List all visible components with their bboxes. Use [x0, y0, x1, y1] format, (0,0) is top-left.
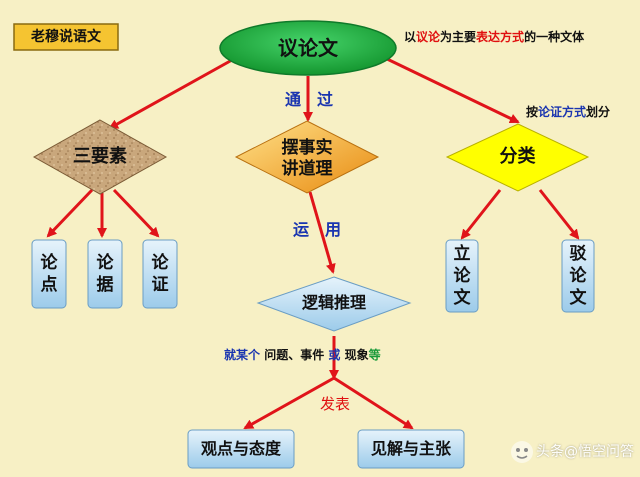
arrow-classify-to-item-1	[460, 189, 502, 240]
outcome-1: 观点与态度	[200, 439, 281, 458]
arrow-elements-to-item-3	[112, 188, 160, 238]
watermark-logo-icon	[511, 441, 533, 463]
root-note: 以议论为主要表达方式的一种文体	[404, 31, 584, 43]
root-note-mid: 为主要	[440, 30, 477, 44]
author-tag-box	[13, 23, 119, 51]
element-box-1	[31, 239, 67, 309]
arrow-root-to-elements	[108, 58, 233, 130]
root-ellipse	[219, 20, 397, 76]
element-box-2	[87, 239, 123, 309]
arrow-elements-to-item-1	[46, 188, 94, 238]
arrows	[46, 56, 580, 430]
classify-label: 分类	[499, 146, 536, 167]
element-box-3	[142, 239, 178, 309]
arrow-to-outcome-2	[333, 376, 414, 430]
element-item-3: 论 证	[151, 253, 169, 295]
reasoning-note-part-5: 等	[368, 348, 381, 362]
reasoning-note-part-4: 现象	[344, 348, 369, 362]
root-label: 议论文	[278, 36, 338, 60]
classify-note: 按论证方式划分	[526, 106, 610, 118]
method-diamond	[234, 120, 380, 194]
arrow-to-outcome-1	[243, 376, 335, 430]
classify-item-1: 立 论 文	[453, 244, 471, 308]
elements-label: 三要素	[73, 146, 127, 167]
author-tag: 老穆说语文	[31, 29, 101, 45]
element-item-2: 论 据	[96, 253, 114, 295]
classify-note-highlight: 论证方式	[538, 105, 587, 119]
arrow-method-to-reasoning	[308, 191, 336, 274]
outcome-box-2	[357, 429, 465, 469]
reasoning-label: 逻辑推理	[301, 293, 366, 312]
classify-box-2	[561, 239, 595, 313]
connector-via: 通 过	[285, 90, 334, 109]
classify-item-2: 驳 论 文	[569, 244, 587, 308]
outcome-box-1	[187, 429, 295, 469]
root-note-suffix: 的一种文体	[524, 30, 585, 44]
arrow-classify-to-item-2	[538, 189, 580, 240]
root-note-highlight-1: 议论	[416, 30, 441, 44]
element-item-1: 论 点	[40, 253, 58, 295]
root-note-prefix: 以	[404, 30, 417, 44]
connector-use: 运 用	[293, 220, 342, 239]
classify-note-suffix: 划分	[586, 105, 611, 119]
root-note-highlight-2: 表达方式	[476, 30, 525, 44]
arrow-root-to-classify	[384, 56, 520, 124]
classify-diamond	[445, 123, 590, 192]
method-line-2: 讲道理	[281, 159, 333, 179]
method-line-1: 摆事实	[281, 138, 333, 158]
reasoning-note: 就某个 问题、事件 或 现象等	[224, 349, 381, 361]
classify-note-prefix: 按	[526, 105, 539, 119]
outcome-2: 见解与主张	[370, 439, 451, 458]
reasoning-note-part-2: 问题、事件	[264, 348, 325, 362]
reasoning-diamond	[256, 276, 412, 332]
reasoning-note-part-3: 或	[328, 348, 341, 362]
elements-diamond	[32, 119, 168, 195]
express-label: 发表	[320, 395, 351, 413]
classify-box-1	[445, 239, 479, 313]
watermark-text: 头条@悟空问答	[536, 444, 634, 460]
reasoning-note-part-1: 就某个	[224, 348, 261, 362]
